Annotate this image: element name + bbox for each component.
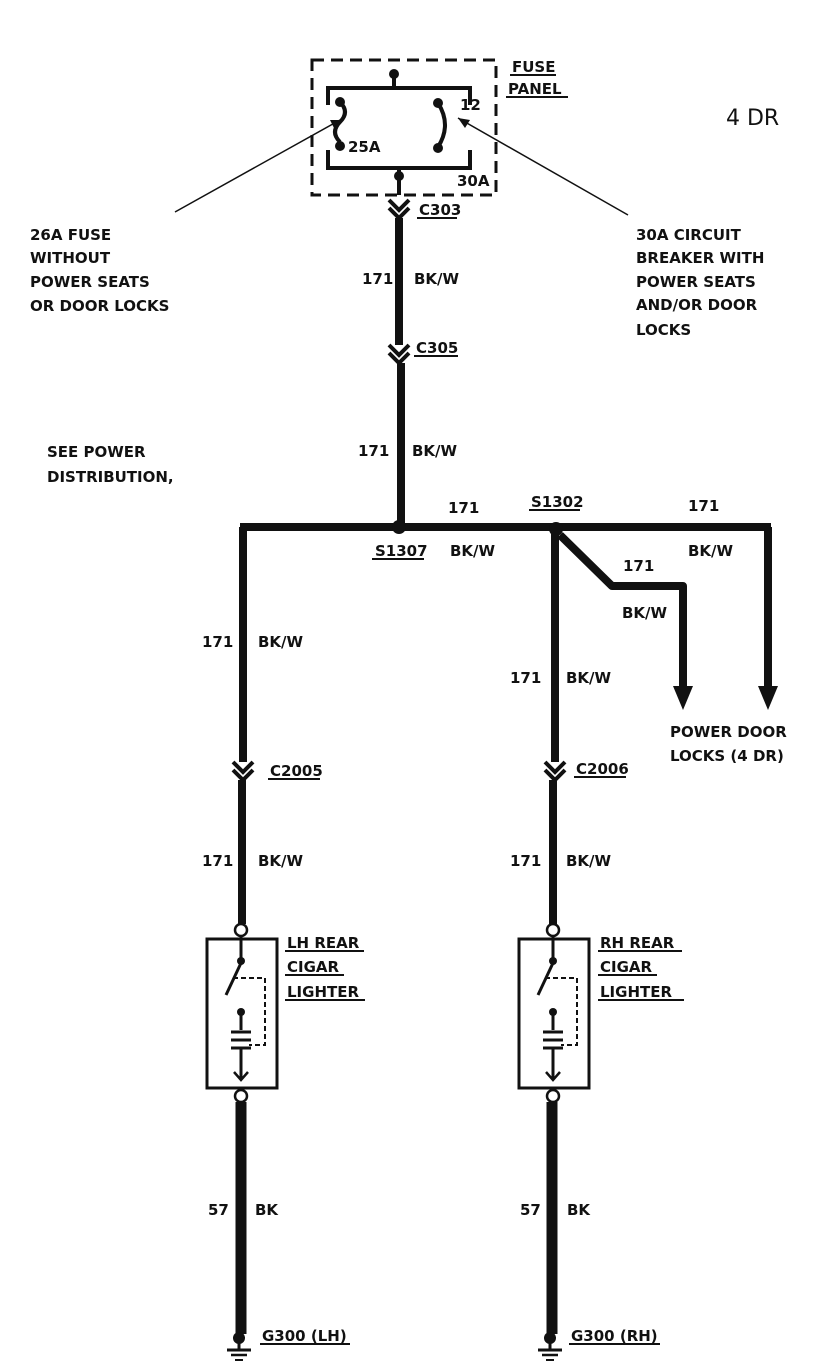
fuse-25a-symbol <box>333 97 347 151</box>
breaker-note-line: LOCKS <box>636 321 691 339</box>
see-power-line: DISTRIBUTION, <box>47 468 174 486</box>
c2005-connector <box>231 760 255 783</box>
circuit-number: 171 <box>623 557 654 575</box>
fuse-panel-bus-top <box>326 86 472 105</box>
fuse-note: 26A FUSE WITHOUT POWER SEATS OR DOOR LOC… <box>30 226 169 315</box>
wire-color: BK <box>567 1201 591 1219</box>
rh-ground-symbol <box>538 1332 562 1361</box>
breaker-note-line: AND/OR DOOR <box>636 296 758 314</box>
s1302-splice <box>549 522 563 536</box>
rh-lighter-label: CIGAR <box>600 958 653 976</box>
c303-connector <box>387 198 411 221</box>
fuse-note-line: WITHOUT <box>30 249 111 267</box>
circuit-number: 171 <box>510 669 541 687</box>
wire-color: BK/W <box>566 852 612 870</box>
fuse-panel-outline <box>310 58 498 197</box>
door-locks-label: LOCKS (4 DR) <box>670 747 784 765</box>
door-locks-arrow-a <box>673 686 693 710</box>
wire-color: BK/W <box>688 542 734 560</box>
door-locks-label: POWER DOOR <box>670 723 787 741</box>
lh-lighter-label: LIGHTER <box>287 983 359 1001</box>
breaker-note-line: BREAKER WITH <box>636 249 764 267</box>
c305-label: C305 <box>416 339 458 357</box>
fuse-panel <box>310 58 498 197</box>
breaker-note: 30A CIRCUIT BREAKER WITH POWER SEATS AND… <box>636 226 764 339</box>
fuse-note-line: POWER SEATS <box>30 273 150 291</box>
rh-lighter-label: RH REAR <box>600 934 675 952</box>
lh-lighter-label: CIGAR <box>287 958 340 976</box>
door-config-label: 4 DR <box>726 106 779 131</box>
c305-connector <box>387 343 411 366</box>
wire-color: BK/W <box>258 852 304 870</box>
wire-color: BK/W <box>622 604 668 622</box>
breaker-note-line: 30A CIRCUIT <box>636 226 742 244</box>
wire-color: BK/W <box>412 442 458 460</box>
rh-ground-label: G300 (RH) <box>571 1327 658 1345</box>
breaker-note-leader <box>457 117 629 216</box>
rh-cigar-lighter <box>517 922 591 1104</box>
circuit-number: 171 <box>510 852 541 870</box>
wire-color: BK/W <box>414 270 460 288</box>
circuit-number: 57 <box>520 1201 541 1219</box>
see-power-line: SEE POWER <box>47 443 146 461</box>
lh-ground-symbol <box>227 1332 251 1361</box>
c303-label: C303 <box>419 201 461 219</box>
fuse-25a-label: 25A <box>348 138 381 156</box>
circuit-number: 171 <box>448 499 479 517</box>
circuit-number: 171 <box>202 633 233 651</box>
breaker-note-line: POWER SEATS <box>636 273 756 291</box>
circuit-number: 171 <box>202 852 233 870</box>
door-locks-arrow-b <box>758 686 778 710</box>
s1302-label: S1302 <box>531 493 584 511</box>
circuit-number: 171 <box>358 442 389 460</box>
breaker-30a-label: 30A <box>457 172 490 190</box>
wire-color: BK <box>255 1201 279 1219</box>
lh-lighter-label: LH REAR <box>287 934 360 952</box>
fuse-note-line: OR DOOR LOCKS <box>30 297 169 315</box>
c2006-label: C2006 <box>576 760 629 778</box>
s1307-splice <box>392 520 406 534</box>
see-power-note: SEE POWER DISTRIBUTION, <box>47 443 174 486</box>
s1307-label: S1307 <box>375 542 428 560</box>
wire-color: BK/W <box>450 542 496 560</box>
rh-lighter-label: LIGHTER <box>600 983 672 1001</box>
fuse-panel-title-line1: FUSE <box>512 58 555 76</box>
lh-cigar-lighter <box>205 922 279 1104</box>
circuit-number: 171 <box>362 270 393 288</box>
door-locks-wire-a <box>557 532 687 688</box>
circuit-number: 171 <box>688 497 719 515</box>
fuse-note-leader <box>174 119 341 213</box>
fuse-note-line: 26A FUSE <box>30 226 111 244</box>
wire-color: BK/W <box>258 633 304 651</box>
circuit-number: 57 <box>208 1201 229 1219</box>
breaker-number-label: 12 <box>460 96 481 114</box>
c2006-connector <box>543 760 567 783</box>
circuit-breaker-symbol <box>433 98 447 153</box>
fuse-panel-title-line2: PANEL <box>508 80 562 98</box>
wire-color: BK/W <box>566 669 612 687</box>
c2005-label: C2005 <box>270 762 323 780</box>
lh-ground-label: G300 (LH) <box>262 1327 347 1345</box>
